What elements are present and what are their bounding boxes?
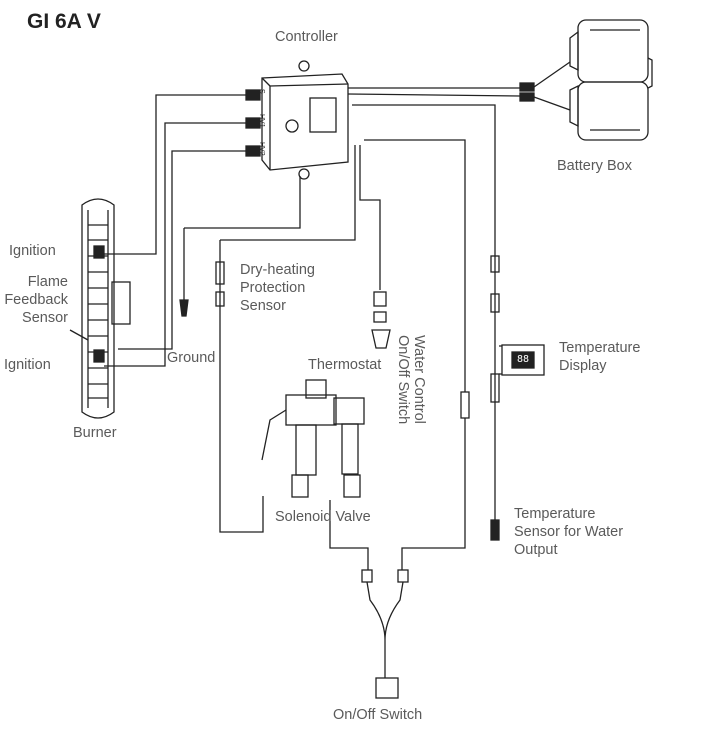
dry-heating-label: Dry-heating Protection Sensor	[240, 262, 315, 314]
display-readout: 88	[516, 354, 530, 365]
page-title: GI 6A V	[27, 10, 101, 33]
flame-feedback-label: Flame Feedback Sensor	[4, 274, 68, 326]
battery-box-label: Battery Box	[557, 158, 632, 174]
on-off-switch-label: On/Off Switch	[333, 707, 423, 723]
burner	[69, 198, 131, 419]
solenoid-valve-label: Solenoid Valve	[275, 509, 371, 525]
solenoid-valve	[261, 379, 365, 498]
ignition-bottom-label: Ignition	[4, 357, 51, 373]
controller-label: Controller	[275, 29, 338, 45]
port-hv2-label: HV2	[258, 142, 265, 156]
battery-box	[569, 19, 653, 141]
burner-label: Burner	[73, 425, 117, 441]
temperature-sensor-label: Temperature Sensor for Water Output	[514, 506, 624, 558]
on-off-switch	[361, 569, 409, 699]
thermostat-label: Thermostat	[308, 357, 382, 373]
port-hv1-label: HV1	[258, 114, 265, 128]
temperature-display-label: Temperature Display	[559, 340, 641, 374]
ground-label: Ground	[167, 350, 216, 366]
port-s-label: S	[258, 89, 265, 94]
ignition-top-label: Ignition	[9, 243, 56, 259]
water-control-label: Water Control On/Off Switch	[395, 335, 427, 425]
